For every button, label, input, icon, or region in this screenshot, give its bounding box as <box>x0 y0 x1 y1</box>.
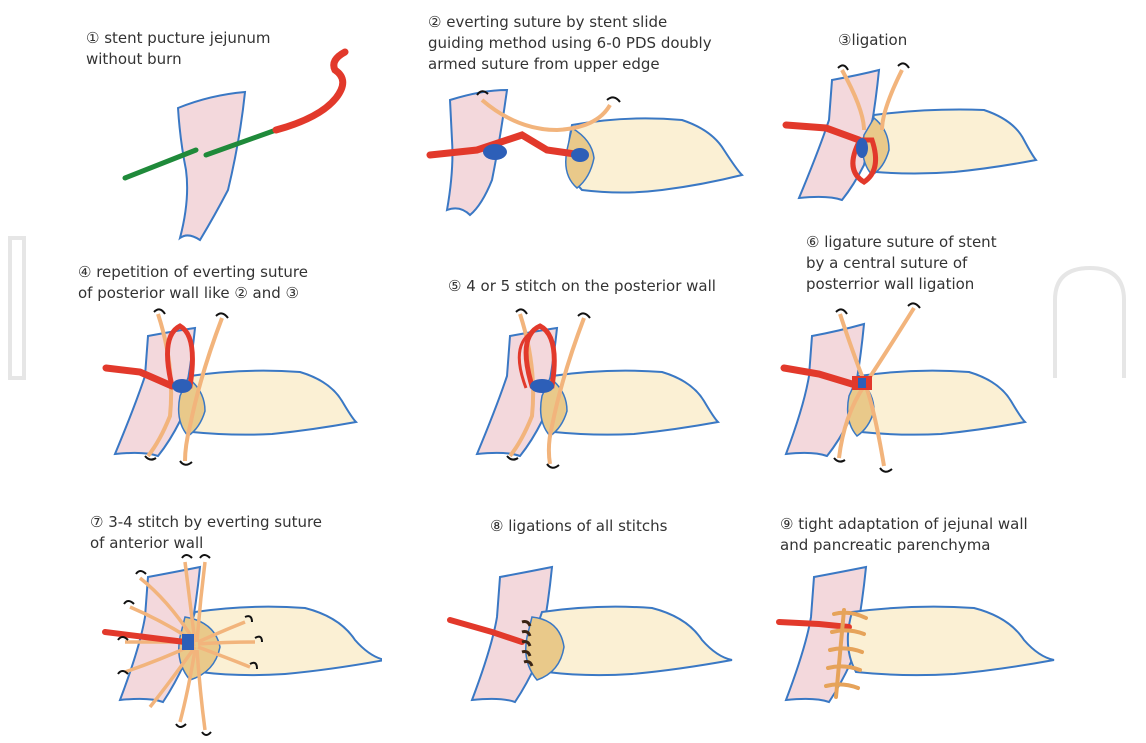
jejunum <box>178 92 245 240</box>
needle-hook-3 <box>145 456 156 460</box>
pancreas <box>184 371 356 435</box>
figure-1 <box>0 0 382 246</box>
figure-2 <box>382 0 764 246</box>
stent-lumen <box>182 634 194 650</box>
panel-2: ② everting suture by stent slide guiding… <box>382 0 764 246</box>
panel-5: ⑤ 4 or 5 stitch on the posterior wall <box>382 246 764 492</box>
pancreas <box>537 607 732 675</box>
needle-hook <box>516 309 527 314</box>
panel-8: ⑧ ligations of all stitchs <box>382 492 764 738</box>
needle-hook-2 <box>898 63 909 68</box>
needle-hook-2 <box>578 313 590 318</box>
stent-lumen <box>530 379 554 393</box>
figure-9 <box>764 492 1146 743</box>
pancreas <box>853 371 1025 435</box>
stent-lumen <box>172 379 192 393</box>
panel-3: ③ligation <box>764 0 1146 246</box>
needle-hook <box>836 309 847 314</box>
stent <box>276 52 345 130</box>
stent-lumen <box>856 138 868 158</box>
stent-lumen-2 <box>571 148 589 162</box>
panel-9: ⑨ tight adaptation of jejunal wall and p… <box>764 492 1146 738</box>
panel-4: ④ repetition of everting suture of poste… <box>0 246 382 492</box>
stent-lumen <box>858 378 866 388</box>
stent-lumen <box>483 144 507 160</box>
needle-hook <box>154 309 165 314</box>
figure-7 <box>0 492 382 743</box>
figure-6 <box>764 246 1146 492</box>
needle-hook-3 <box>834 458 845 462</box>
needle-hook-4 <box>180 461 192 465</box>
pancreas <box>569 118 742 192</box>
pancreas <box>546 371 718 435</box>
needle-hook-2 <box>216 313 228 318</box>
needle-hook-4 <box>880 468 892 472</box>
panel-1: ① stent pucture jejunum without burn <box>0 0 382 246</box>
figure-5 <box>382 246 764 492</box>
panel-6: ⑥ ligature suture of stent by a central … <box>764 246 1146 492</box>
figure-4 <box>0 246 382 492</box>
needle-hook-2 <box>908 303 920 308</box>
panel-7: ⑦ 3-4 stitch by everting suture of anter… <box>0 492 382 738</box>
needle-hook-4 <box>547 464 559 468</box>
needle-hook-3 <box>507 456 518 460</box>
needle-hook <box>838 65 848 70</box>
pancreas <box>868 110 1036 174</box>
figure-3 <box>764 0 1146 246</box>
pancreas <box>848 607 1054 675</box>
figure-8 <box>382 492 764 743</box>
needle-hook-2 <box>607 97 620 102</box>
